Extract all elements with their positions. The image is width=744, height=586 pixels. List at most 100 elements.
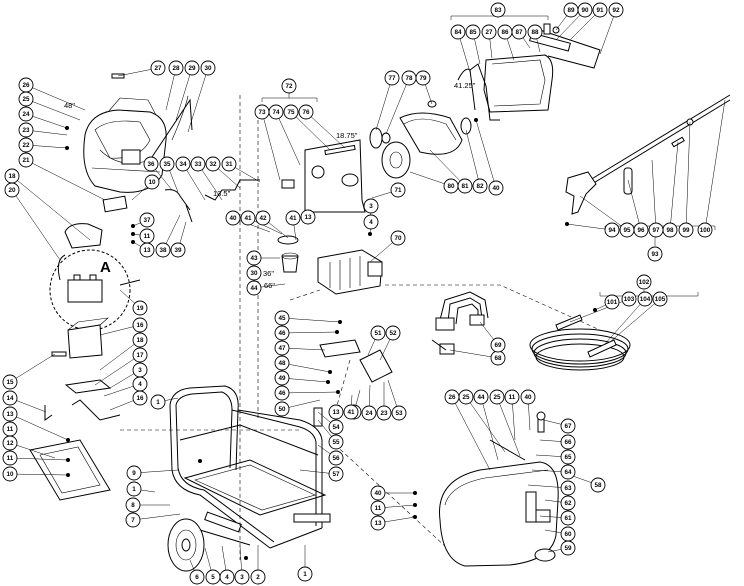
callout-11: 11 [139, 228, 155, 244]
callout-13: 13 [370, 515, 386, 531]
leader-line [449, 349, 499, 359]
callout-circle [444, 389, 460, 405]
callout-86: 86 [497, 24, 513, 40]
dimension-labels: 48" 13.5" 18.75" 41.25" 36" 66" [64, 81, 476, 290]
leader-line [9, 442, 56, 459]
callout-number: 81 [461, 183, 469, 190]
callout-circle [246, 280, 262, 296]
callout-circle [473, 389, 489, 405]
leader-line [569, 298, 630, 323]
callout-circle [328, 434, 344, 450]
callout-number: 36 [147, 161, 155, 168]
callout-84: 84 [450, 24, 466, 40]
callout-circle [221, 156, 237, 172]
callout-circle [361, 405, 377, 421]
callout-18: 18 [132, 332, 148, 348]
callout-number: 3 [369, 203, 373, 210]
callout-circle [2, 406, 18, 422]
callout-circle [4, 182, 20, 198]
leader-line [603, 298, 646, 346]
callout-number: 57 [332, 471, 340, 478]
callout-25: 25 [458, 389, 474, 405]
callout-64: 64 [560, 464, 576, 480]
callout-number: 44 [250, 285, 258, 292]
callout-number: 74 [272, 109, 280, 116]
unloader-valve [431, 291, 489, 355]
callout-number: 78 [405, 75, 413, 82]
callout-number: 37 [143, 217, 151, 224]
callout-27: 27 [150, 60, 166, 76]
callout-circle [298, 104, 314, 120]
callout-circle [297, 566, 313, 582]
callout-number: 90 [581, 7, 589, 14]
ignition-wires [164, 179, 260, 223]
callout-13: 13 [328, 404, 344, 420]
callout-circle [592, 2, 608, 18]
callout-circle [283, 104, 299, 120]
callout-1: 1 [150, 394, 166, 410]
callout-number: 43 [250, 255, 258, 262]
callout-circle [489, 389, 505, 405]
callout-number: 89 [567, 7, 575, 14]
callout-circle [527, 24, 543, 40]
callout-number: 16 [136, 322, 144, 329]
callout-5: 5 [205, 569, 221, 585]
callout-number: 84 [454, 29, 462, 36]
callout-circle [18, 137, 34, 153]
callout-number: 13 [332, 409, 340, 416]
callout-circle [560, 449, 576, 465]
callout-circle [488, 180, 504, 196]
callout-number: 24 [365, 410, 373, 417]
engine-belt-dimension: 48" [64, 101, 75, 110]
callout-number: 51 [374, 330, 382, 337]
leader-line [704, 99, 726, 231]
callout-105: 105 [652, 291, 668, 307]
leader-line [579, 195, 628, 231]
callout-circle [504, 389, 520, 405]
callout-circle [637, 291, 653, 307]
callout-number: 18 [8, 173, 16, 180]
leader-line [25, 84, 86, 111]
callout-32: 32 [205, 156, 221, 172]
hose-66-dimension: 66" [264, 281, 275, 290]
callout-circle [604, 294, 620, 310]
callout-40: 40 [520, 389, 536, 405]
callout-number: 11 [375, 505, 382, 512]
callout-circle [18, 152, 34, 168]
callout-11: 11 [504, 389, 520, 405]
leader-line [609, 298, 661, 343]
callout-circle [255, 210, 271, 226]
callout-number: 77 [388, 75, 396, 82]
callout-circle [205, 569, 221, 585]
callout-number: 40 [524, 394, 532, 401]
callout-circle [125, 512, 141, 528]
callout-70: 70 [390, 230, 406, 246]
callout-40: 40 [225, 210, 241, 226]
callout-number: 28 [172, 65, 180, 72]
callout-circle [370, 485, 386, 501]
callout-circle [205, 156, 221, 172]
pressure-pump [317, 249, 383, 295]
callout-6: 6 [189, 569, 205, 585]
callout-80: 80 [443, 178, 459, 194]
callout-circle [246, 250, 262, 266]
callout-45: 45 [274, 310, 290, 326]
callout-number: 6 [195, 574, 199, 581]
callout-circle [590, 477, 606, 493]
callout-23: 23 [18, 122, 34, 138]
callout-17: 17 [132, 347, 148, 363]
callout-number: 76 [302, 109, 310, 116]
callout-38: 38 [155, 242, 171, 258]
callout-circle [384, 70, 400, 86]
callout-91: 91 [592, 2, 608, 18]
callout-number: 67 [564, 423, 572, 430]
callout-53: 53 [391, 405, 407, 421]
detail-circle-a [49, 249, 141, 331]
callout-number: 13 [304, 214, 312, 221]
callout-1: 1 [297, 566, 313, 582]
callout-number: 18 [136, 337, 144, 344]
callout-circle [608, 2, 624, 18]
callout-circle [457, 178, 473, 194]
callout-3: 3 [234, 569, 250, 585]
leader-line [281, 377, 329, 383]
